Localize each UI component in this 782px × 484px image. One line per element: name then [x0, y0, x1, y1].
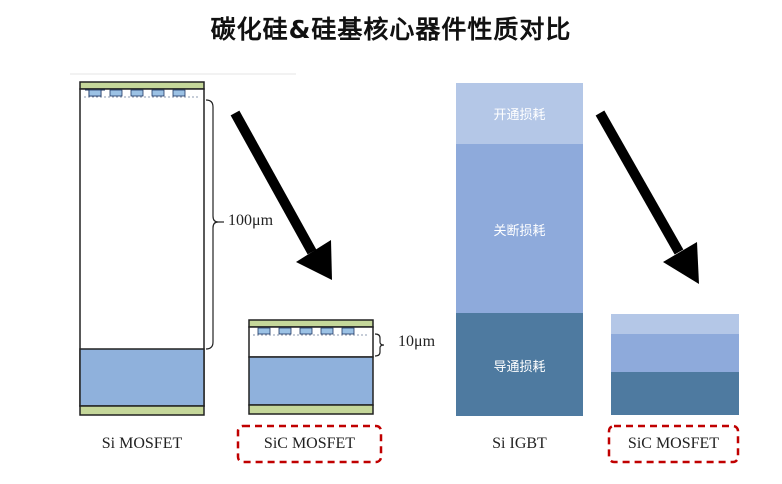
thickness-label-100um: 100μm	[228, 212, 274, 229]
thickness-bracket-100um	[205, 99, 224, 350]
si-mosfet-substrate	[79, 348, 205, 407]
sic-mosfet-label: SiC MOSFET	[263, 435, 356, 452]
si-mosfet-top-metal	[79, 81, 205, 90]
sic-mosfet-substrate	[248, 356, 374, 406]
page-title: 碳化硅&硅基核心器件性质对比	[210, 15, 572, 44]
sic-mosfet-highlight-box-2	[607, 424, 740, 464]
sic-mosfet-loss-bar	[611, 314, 739, 415]
sic-conduction-loss	[611, 372, 739, 415]
si-igbt-loss-bar	[456, 83, 583, 416]
sic-mosfet-top-metal	[248, 319, 374, 328]
si-igbt-switch-off-loss	[456, 144, 583, 313]
sic-mosfet-structure	[248, 319, 374, 415]
sic-mosfet-label-2: SiC MOSFET	[627, 435, 720, 452]
si-igbt-switch-on-loss	[456, 83, 583, 144]
switch-on-loss-label: 开通损耗	[493, 108, 546, 123]
sic-mosfet-gate-cells	[253, 327, 369, 336]
si-mosfet-bottom-metal	[79, 405, 205, 416]
sic-switch-on-loss	[611, 314, 739, 334]
si-igbt-conduction-loss	[456, 313, 583, 416]
sic-switch-off-loss	[611, 334, 739, 372]
switch-off-loss-label: 关断损耗	[493, 224, 546, 239]
si-mosfet-gate-cells	[84, 89, 200, 98]
thickness-label-10um: 10μm	[398, 333, 436, 350]
thickness-bracket-10um	[374, 333, 385, 357]
downward-arrow-icon	[230, 110, 332, 280]
sic-mosfet-highlight-box	[236, 424, 383, 464]
si-igbt-label: Si IGBT	[492, 435, 547, 452]
si-mosfet-label: Si MOSFET	[101, 435, 183, 452]
downward-arrow-icon-2	[595, 110, 699, 284]
sic-mosfet-bottom-metal	[248, 404, 374, 415]
si-mosfet-structure	[79, 81, 205, 416]
conduction-loss-label: 导通损耗	[493, 360, 546, 375]
